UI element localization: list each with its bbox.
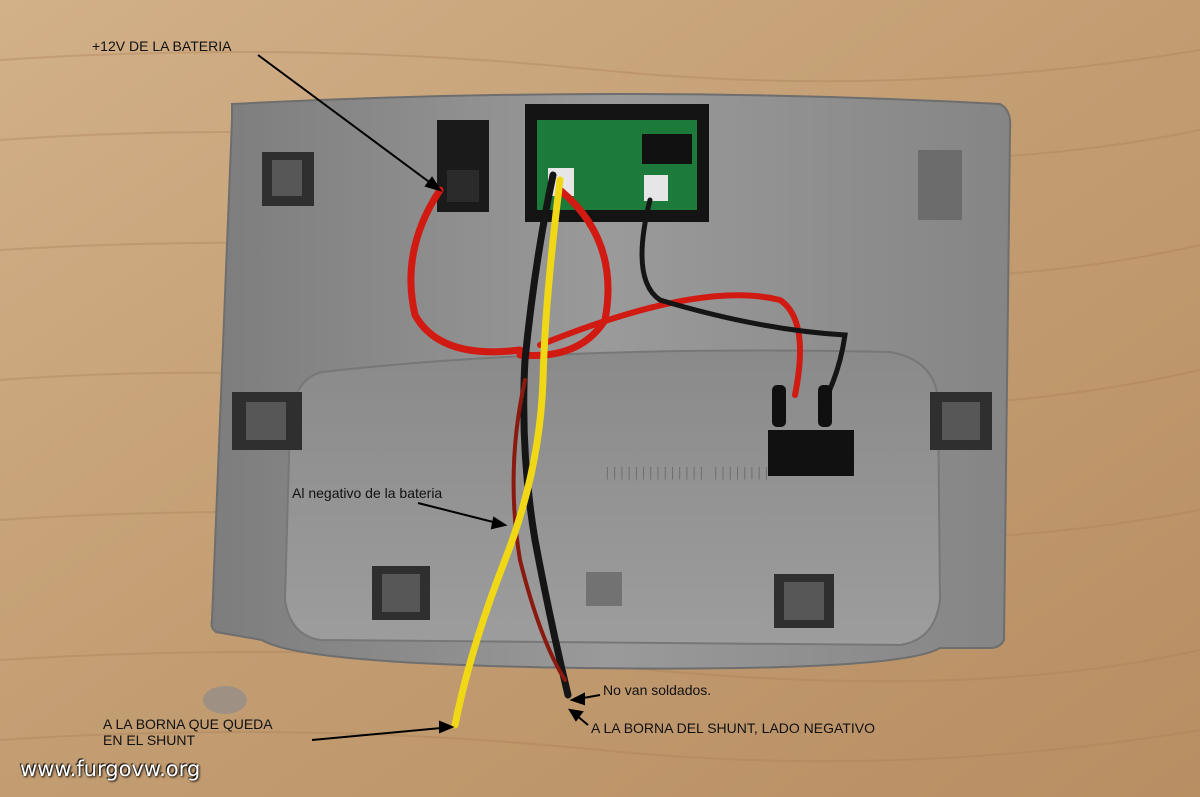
watermark: www.furgovw.org	[20, 757, 201, 781]
yellow-wire	[451, 176, 564, 729]
clip-mid-left	[232, 392, 302, 450]
black-wire-terminal	[639, 197, 848, 403]
arrow-battery-positive	[257, 54, 441, 191]
wires	[407, 171, 848, 729]
red-wire-terminal	[537, 292, 803, 398]
clip-bottom-center	[586, 572, 622, 606]
label-shunt-negative: A LA BORNA DEL SHUNT, LADO NEGATIVO	[591, 720, 875, 736]
label-not-soldered: No van soldados.	[603, 682, 712, 698]
clip-mid-right	[930, 392, 992, 450]
switch-connector	[437, 120, 489, 212]
clip-top-right	[918, 150, 962, 220]
red-wire-switch	[407, 186, 524, 356]
red-wire-long	[511, 378, 567, 682]
label-shunt-remaining: A LA BORNA QUE QUEDA EN EL SHUNT	[103, 716, 273, 748]
clip-bottom-right	[774, 574, 834, 628]
arrow-shunt-remaining	[311, 726, 453, 741]
terminal-block	[768, 430, 854, 476]
label-battery-negative: Al negativo de la bateria	[292, 485, 443, 501]
voltmeter-module	[525, 104, 709, 222]
label-shunt-remaining-line1: A LA BORNA QUE QUEDA	[103, 716, 273, 732]
annotation-arrows	[257, 54, 601, 741]
label-battery-positive: +12V DE LA BATERIA	[92, 38, 232, 54]
label-shunt-remaining-line2: EN EL SHUNT	[103, 732, 196, 749]
clip-bottom-left	[372, 566, 430, 620]
wood-knot	[203, 686, 247, 714]
black-wire-main	[520, 171, 572, 699]
wire-lugs	[772, 385, 832, 427]
arrow-battery-negative	[417, 502, 506, 526]
clip-top-left	[262, 152, 314, 206]
molded-text: |||||||| ||||||||||||||	[604, 467, 770, 481]
